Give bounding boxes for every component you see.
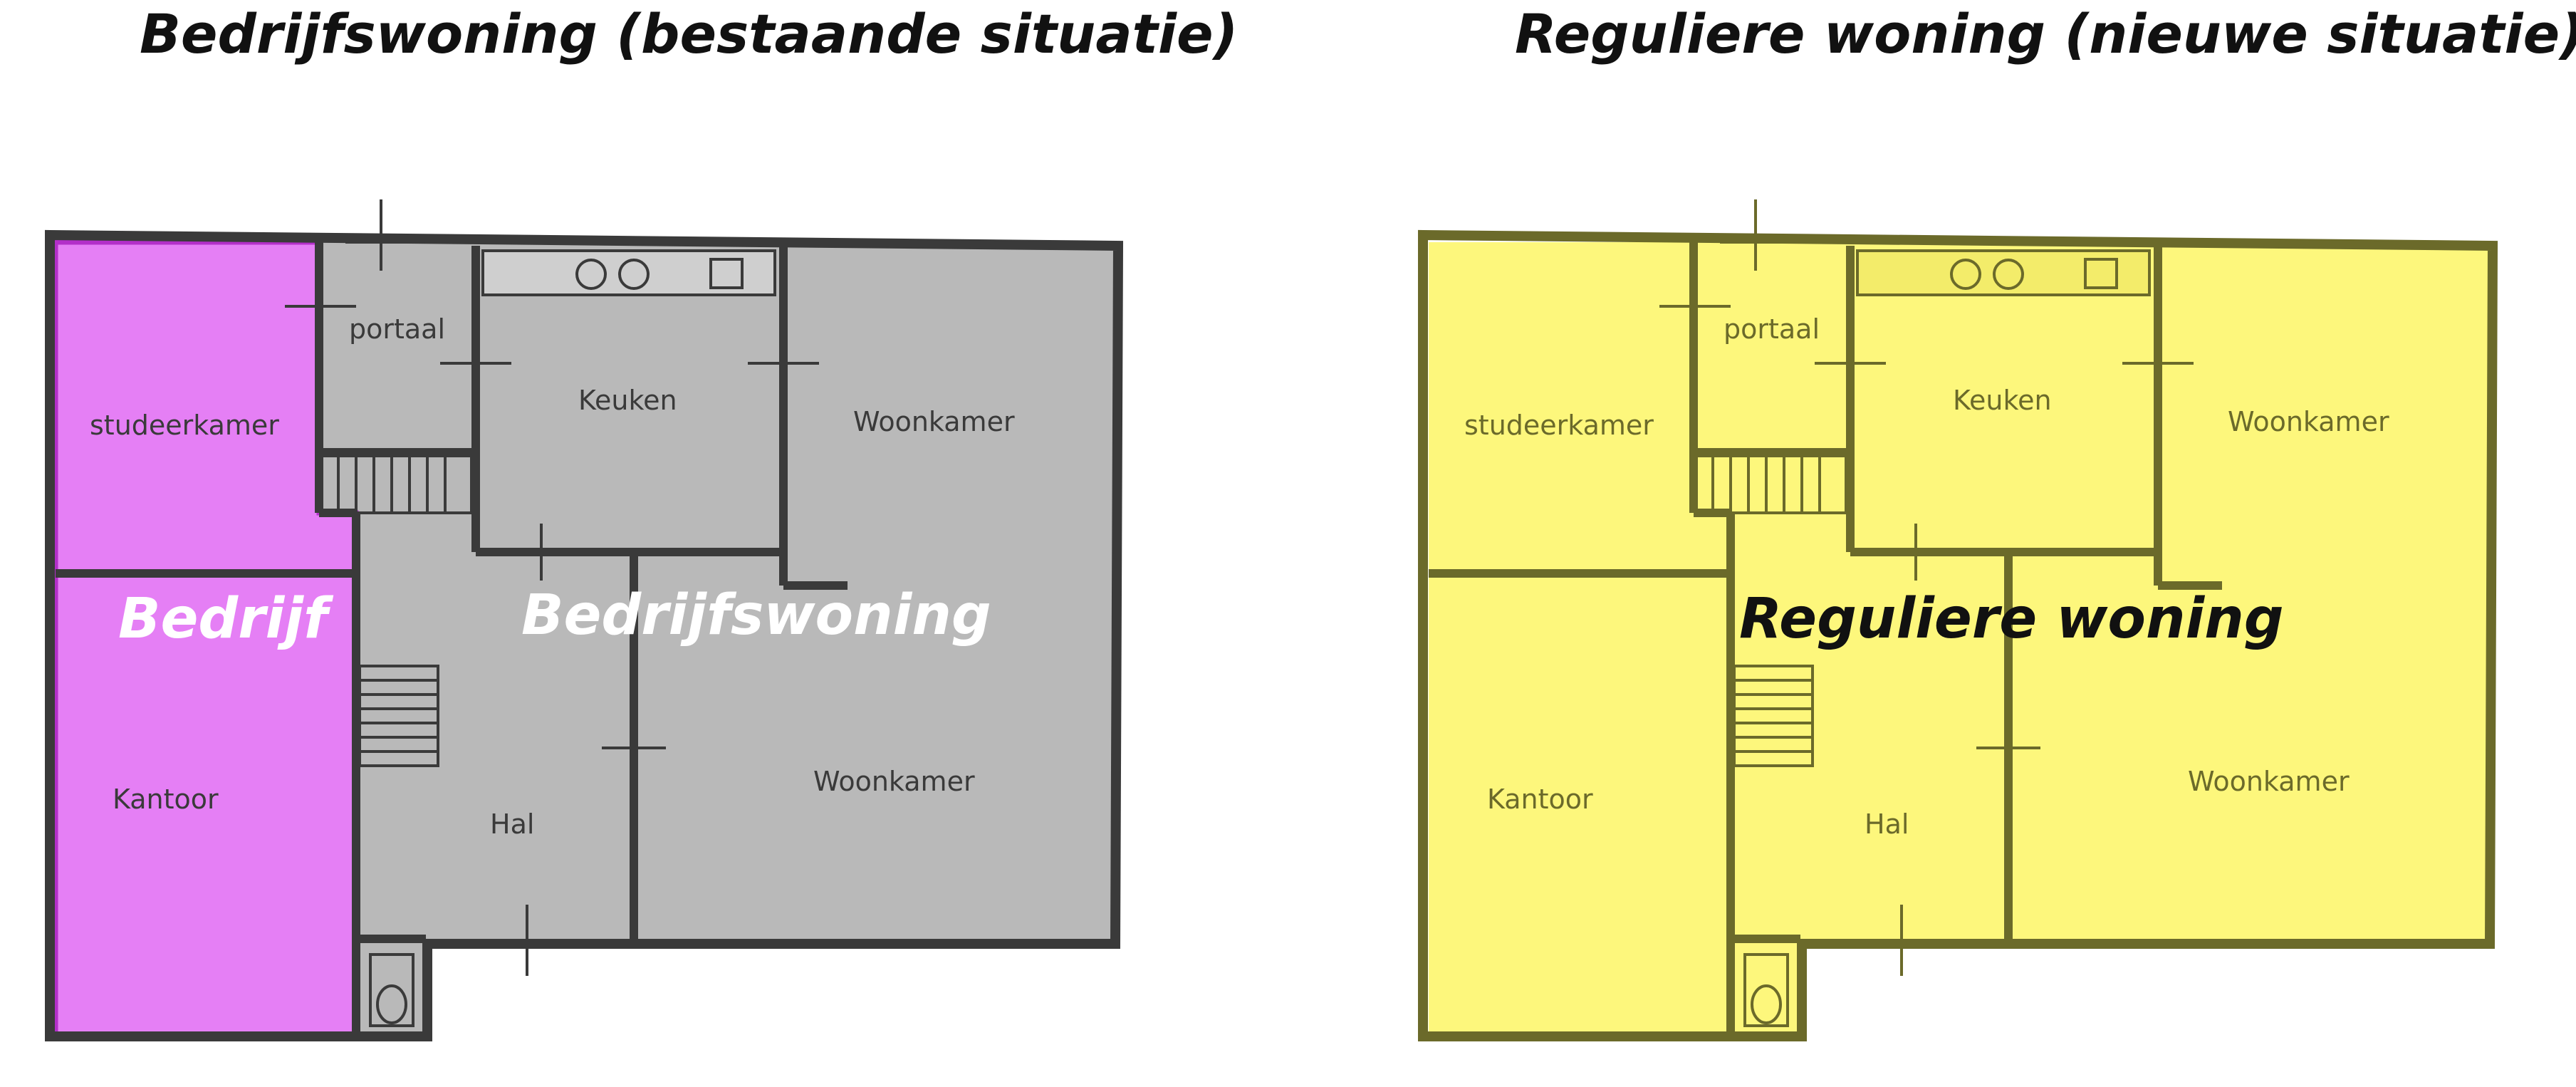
sink-bowl (618, 259, 650, 290)
floorplan-new: portaal Keuken Woonkamer studeerkamer Ka… (1418, 199, 2498, 1041)
overlay-label-residence: Reguliere woning (1739, 587, 2284, 651)
room-label-woonkamer-top: Woonkamer (2228, 406, 2389, 437)
room-label-portaal: portaal (349, 313, 445, 345)
room-label-keuken: Keuken (578, 385, 677, 416)
staircase (1695, 454, 1847, 767)
title-new-situation: Reguliere woning (nieuwe situatie) (1515, 2, 2576, 66)
toilet-icon (369, 953, 414, 1027)
door-marks (285, 199, 819, 976)
sink-bowl (575, 259, 607, 290)
room-label-kantoor: Kantoor (1487, 784, 1593, 815)
residence-area (319, 242, 1115, 1034)
outer-walls (1418, 229, 2498, 1041)
room-label-keuken: Keuken (1953, 385, 2052, 416)
stove-icon (2084, 258, 2118, 289)
stove-icon (709, 258, 744, 289)
room-label-hal: Hal (1865, 808, 1909, 840)
floorplan-existing: portaal Keuken Woonkamer studeerkamer Ka… (45, 199, 1124, 1041)
room-label-studeerkamer: studeerkamer (1464, 410, 1654, 441)
overlay-label-business: Bedrijf (118, 587, 334, 651)
staircase (320, 454, 473, 767)
sink-bowl (1950, 259, 1981, 290)
room-label-portaal: portaal (1724, 313, 1820, 345)
room-label-woonkamer-bottom: Woonkamer (813, 766, 975, 797)
overlay-label-residence: Bedrijfswoning (521, 583, 991, 647)
room-label-woonkamer-top: Woonkamer (853, 406, 1015, 437)
room-label-hal: Hal (490, 808, 534, 840)
outer-walls (45, 229, 1124, 1041)
room-label-kantoor: Kantoor (113, 784, 219, 815)
room-label-studeerkamer: studeerkamer (90, 410, 279, 441)
toilet-icon (1743, 953, 1789, 1027)
sink-bowl (1993, 259, 2024, 290)
room-label-woonkamer-bottom: Woonkamer (2188, 766, 2350, 797)
title-existing-situation: Bedrijfswoning (bestaande situatie) (140, 2, 1239, 66)
door-marks (1659, 199, 2194, 976)
